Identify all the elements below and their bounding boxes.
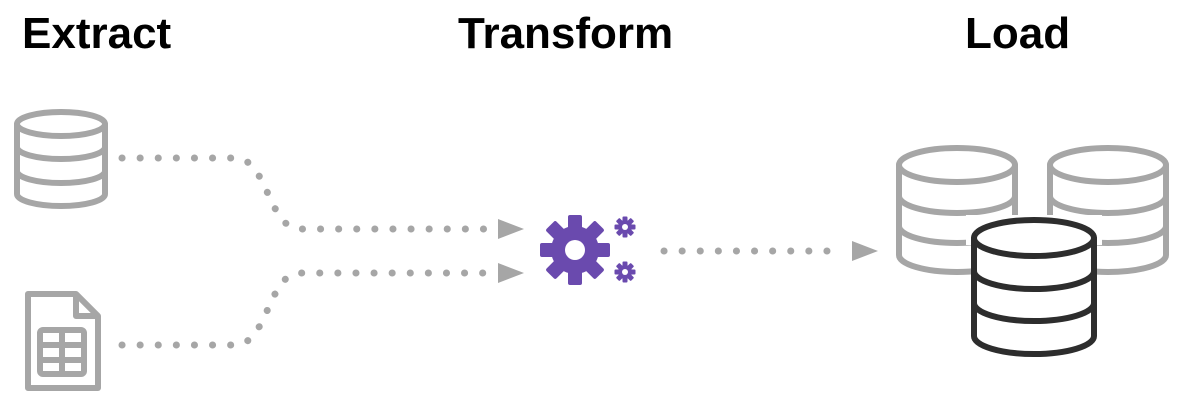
extract-title: Extract: [22, 9, 172, 58]
source-database-icon: [14, 109, 108, 209]
connector-transform-to-load: [660, 241, 878, 261]
source-spreadsheet-file-icon: [25, 291, 101, 391]
connector-spreadsheet-to-transform: [118, 263, 524, 349]
transform-title: Transform: [458, 9, 674, 58]
connector-database-to-transform: [118, 154, 524, 239]
transform-gears-icon: [540, 215, 636, 285]
load-database-front-icon: [966, 215, 1102, 357]
load-title: Load: [965, 9, 1071, 58]
